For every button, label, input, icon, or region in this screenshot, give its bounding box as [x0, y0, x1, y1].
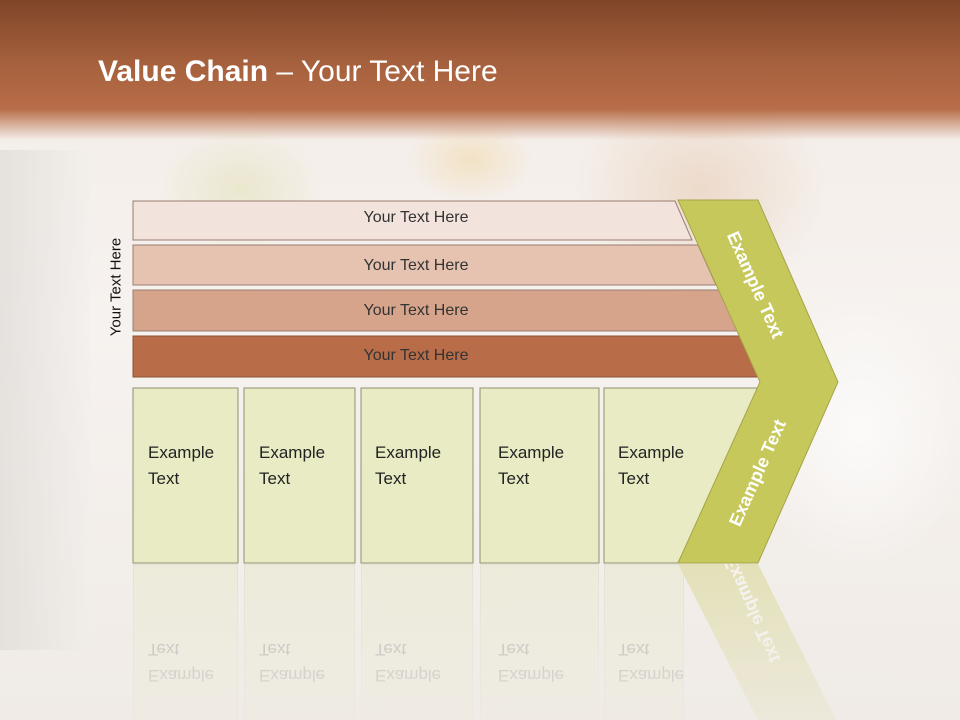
box-4-line1: Example [498, 443, 565, 462]
bar-1-shape [132, 200, 693, 241]
title-banner: Value Chain – Your Text Here [0, 0, 960, 140]
box-5-line2: Text [618, 469, 650, 488]
box-4-shape [479, 387, 600, 564]
box-4-line2: Text [498, 469, 530, 488]
bar-3-label: Your Text Here [363, 302, 469, 319]
vertical-label: Your Text Here [107, 237, 125, 337]
title-rest: – Your Text Here [268, 55, 498, 88]
title-bold: Value Chain [98, 55, 269, 88]
box-3-line1: Example [375, 443, 442, 462]
bar-4-label: Your Text Here [363, 347, 469, 364]
background-shelf [0, 150, 90, 650]
box-1-line1: Example [148, 443, 215, 462]
bar-2-label: Your Text Here [363, 257, 469, 274]
box-2-line2: Text [259, 469, 291, 488]
box-3-shape [360, 387, 474, 564]
box-1-line2: Text [148, 469, 180, 488]
bar-1-label: Your Text Here [363, 209, 469, 226]
box-3-line2: Text [375, 469, 407, 488]
box-1-shape [132, 387, 239, 564]
box-5-line1: Example [618, 443, 685, 462]
box-2-shape [243, 387, 356, 564]
slide-title: Value Chain – Your Text Here [98, 55, 498, 89]
box-2-line1: Example [259, 443, 326, 462]
chevron-shape [677, 199, 839, 564]
